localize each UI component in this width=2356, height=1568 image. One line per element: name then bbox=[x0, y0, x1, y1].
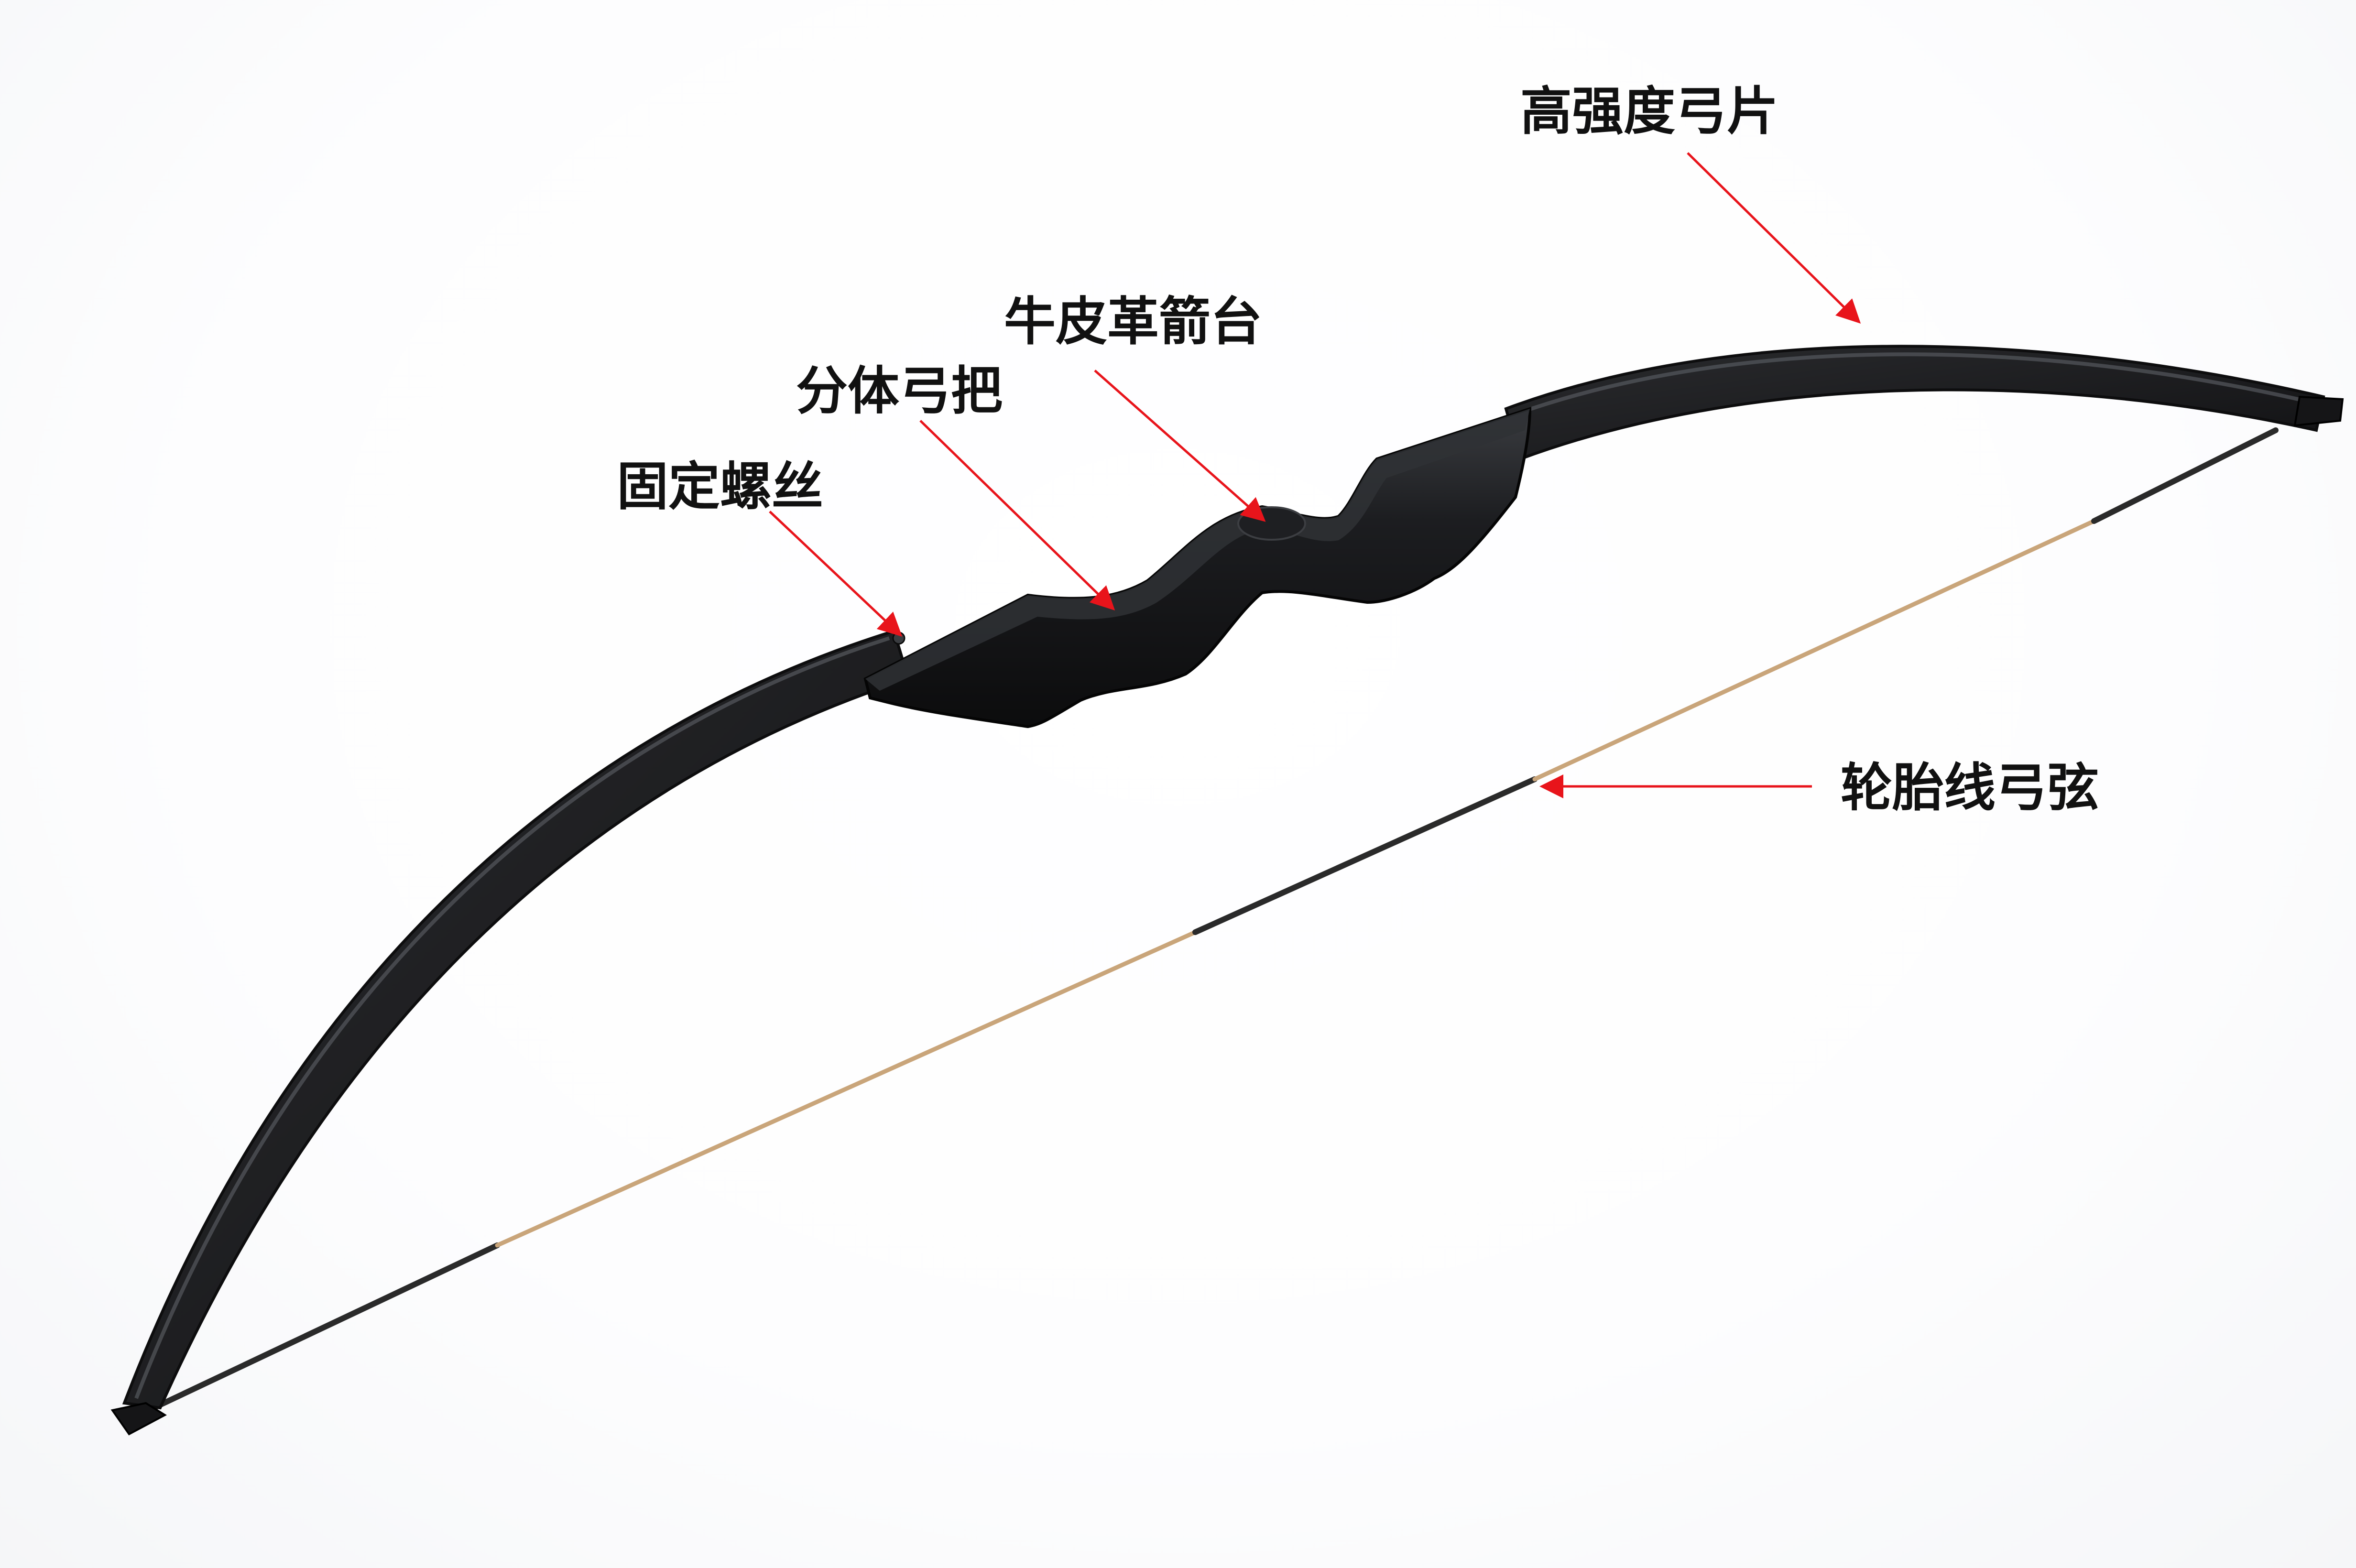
bow-upper-limb bbox=[1504, 345, 2325, 461]
bow-string-upper-end bbox=[2091, 427, 2279, 524]
bow-string-lower-tan bbox=[495, 930, 1198, 1248]
callout-arrow-riser bbox=[919, 420, 1115, 610]
bow-string-center-serving bbox=[1192, 776, 1538, 935]
label-limb: 高强度弓片 bbox=[1520, 82, 1778, 142]
label-string: 轮胎线弓弦 bbox=[1841, 758, 2099, 818]
fixing-screw bbox=[892, 632, 905, 645]
bow-string-upper-tan bbox=[1532, 519, 2096, 782]
bow-lower-limb bbox=[122, 629, 910, 1410]
callout-arrow-arrow-rest bbox=[1094, 370, 1266, 522]
bow-lower-nock bbox=[110, 1402, 167, 1436]
label-screw: 固定螺丝 bbox=[617, 457, 823, 517]
bow-upper-limb-highlight bbox=[1510, 352, 2319, 418]
arrow-rest-leather bbox=[1237, 506, 1306, 541]
label-riser: 分体弓把 bbox=[796, 361, 1003, 421]
bow-riser-top-face bbox=[865, 409, 1530, 691]
bow-upper-nock bbox=[2293, 395, 2344, 427]
callout-arrow-screw bbox=[769, 511, 903, 637]
bow-string-lower-end bbox=[136, 1242, 500, 1418]
bow-lower-limb-highlight bbox=[134, 636, 890, 1399]
callout-arrow-limb bbox=[1687, 152, 1861, 324]
label-arrow-rest: 牛皮革箭台 bbox=[1004, 292, 1262, 352]
